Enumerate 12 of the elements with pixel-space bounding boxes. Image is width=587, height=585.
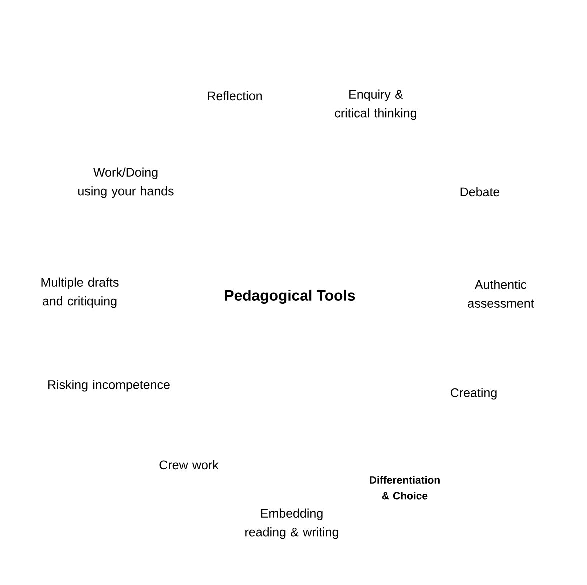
tool-label: Reflection — [208, 91, 262, 101]
tool-label: Authentic assessment — [468, 280, 534, 308]
diagram-title: Pedagogical Tools — [225, 290, 356, 304]
tool-label: Creating — [451, 388, 497, 400]
tool-label: Debate — [460, 187, 500, 197]
tool-label: Multiple drafts and critiquing — [42, 278, 119, 308]
tool-label: Enquiry & critical thinking — [335, 90, 417, 120]
tool-label: Risking incompetence — [48, 380, 170, 392]
tool-label: Work/Doing using your hands — [78, 168, 174, 198]
tool-label: Differentiation & Choice — [370, 476, 440, 500]
tool-label: Crew work — [160, 460, 219, 470]
tool-label: Embedding reading & writing — [246, 508, 338, 540]
